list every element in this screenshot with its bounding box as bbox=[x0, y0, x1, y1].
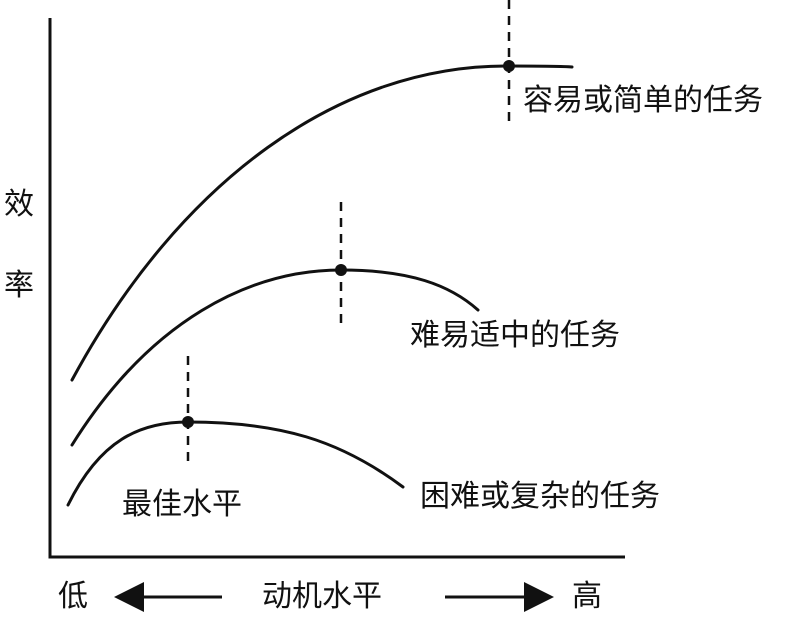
x-axis-low-label: 低 bbox=[58, 579, 88, 614]
curve-easy-task bbox=[70, 64, 574, 382]
curve-label-moderate-task: 难易适中的任务 bbox=[410, 318, 620, 353]
curve-moderate-task bbox=[70, 268, 480, 447]
optimum-point-moderate bbox=[335, 264, 347, 276]
optimum-point-difficult bbox=[182, 416, 194, 428]
curve-label-easy-task: 容易或简单的任务 bbox=[523, 83, 763, 118]
curve-difficult-task bbox=[66, 420, 405, 507]
y-axis-label-char-2: 率 bbox=[4, 268, 34, 303]
optimal-level-label: 最佳水平 bbox=[122, 487, 242, 522]
x-axis-high-label: 高 bbox=[572, 579, 602, 614]
curve-label-difficult-task: 困难或复杂的任务 bbox=[420, 479, 660, 514]
optimum-point-easy bbox=[503, 60, 515, 72]
y-axis-label-char-1: 效 bbox=[4, 187, 34, 222]
axes-frame bbox=[48, 18, 625, 559]
x-axis-label: 动机水平 bbox=[262, 579, 382, 614]
